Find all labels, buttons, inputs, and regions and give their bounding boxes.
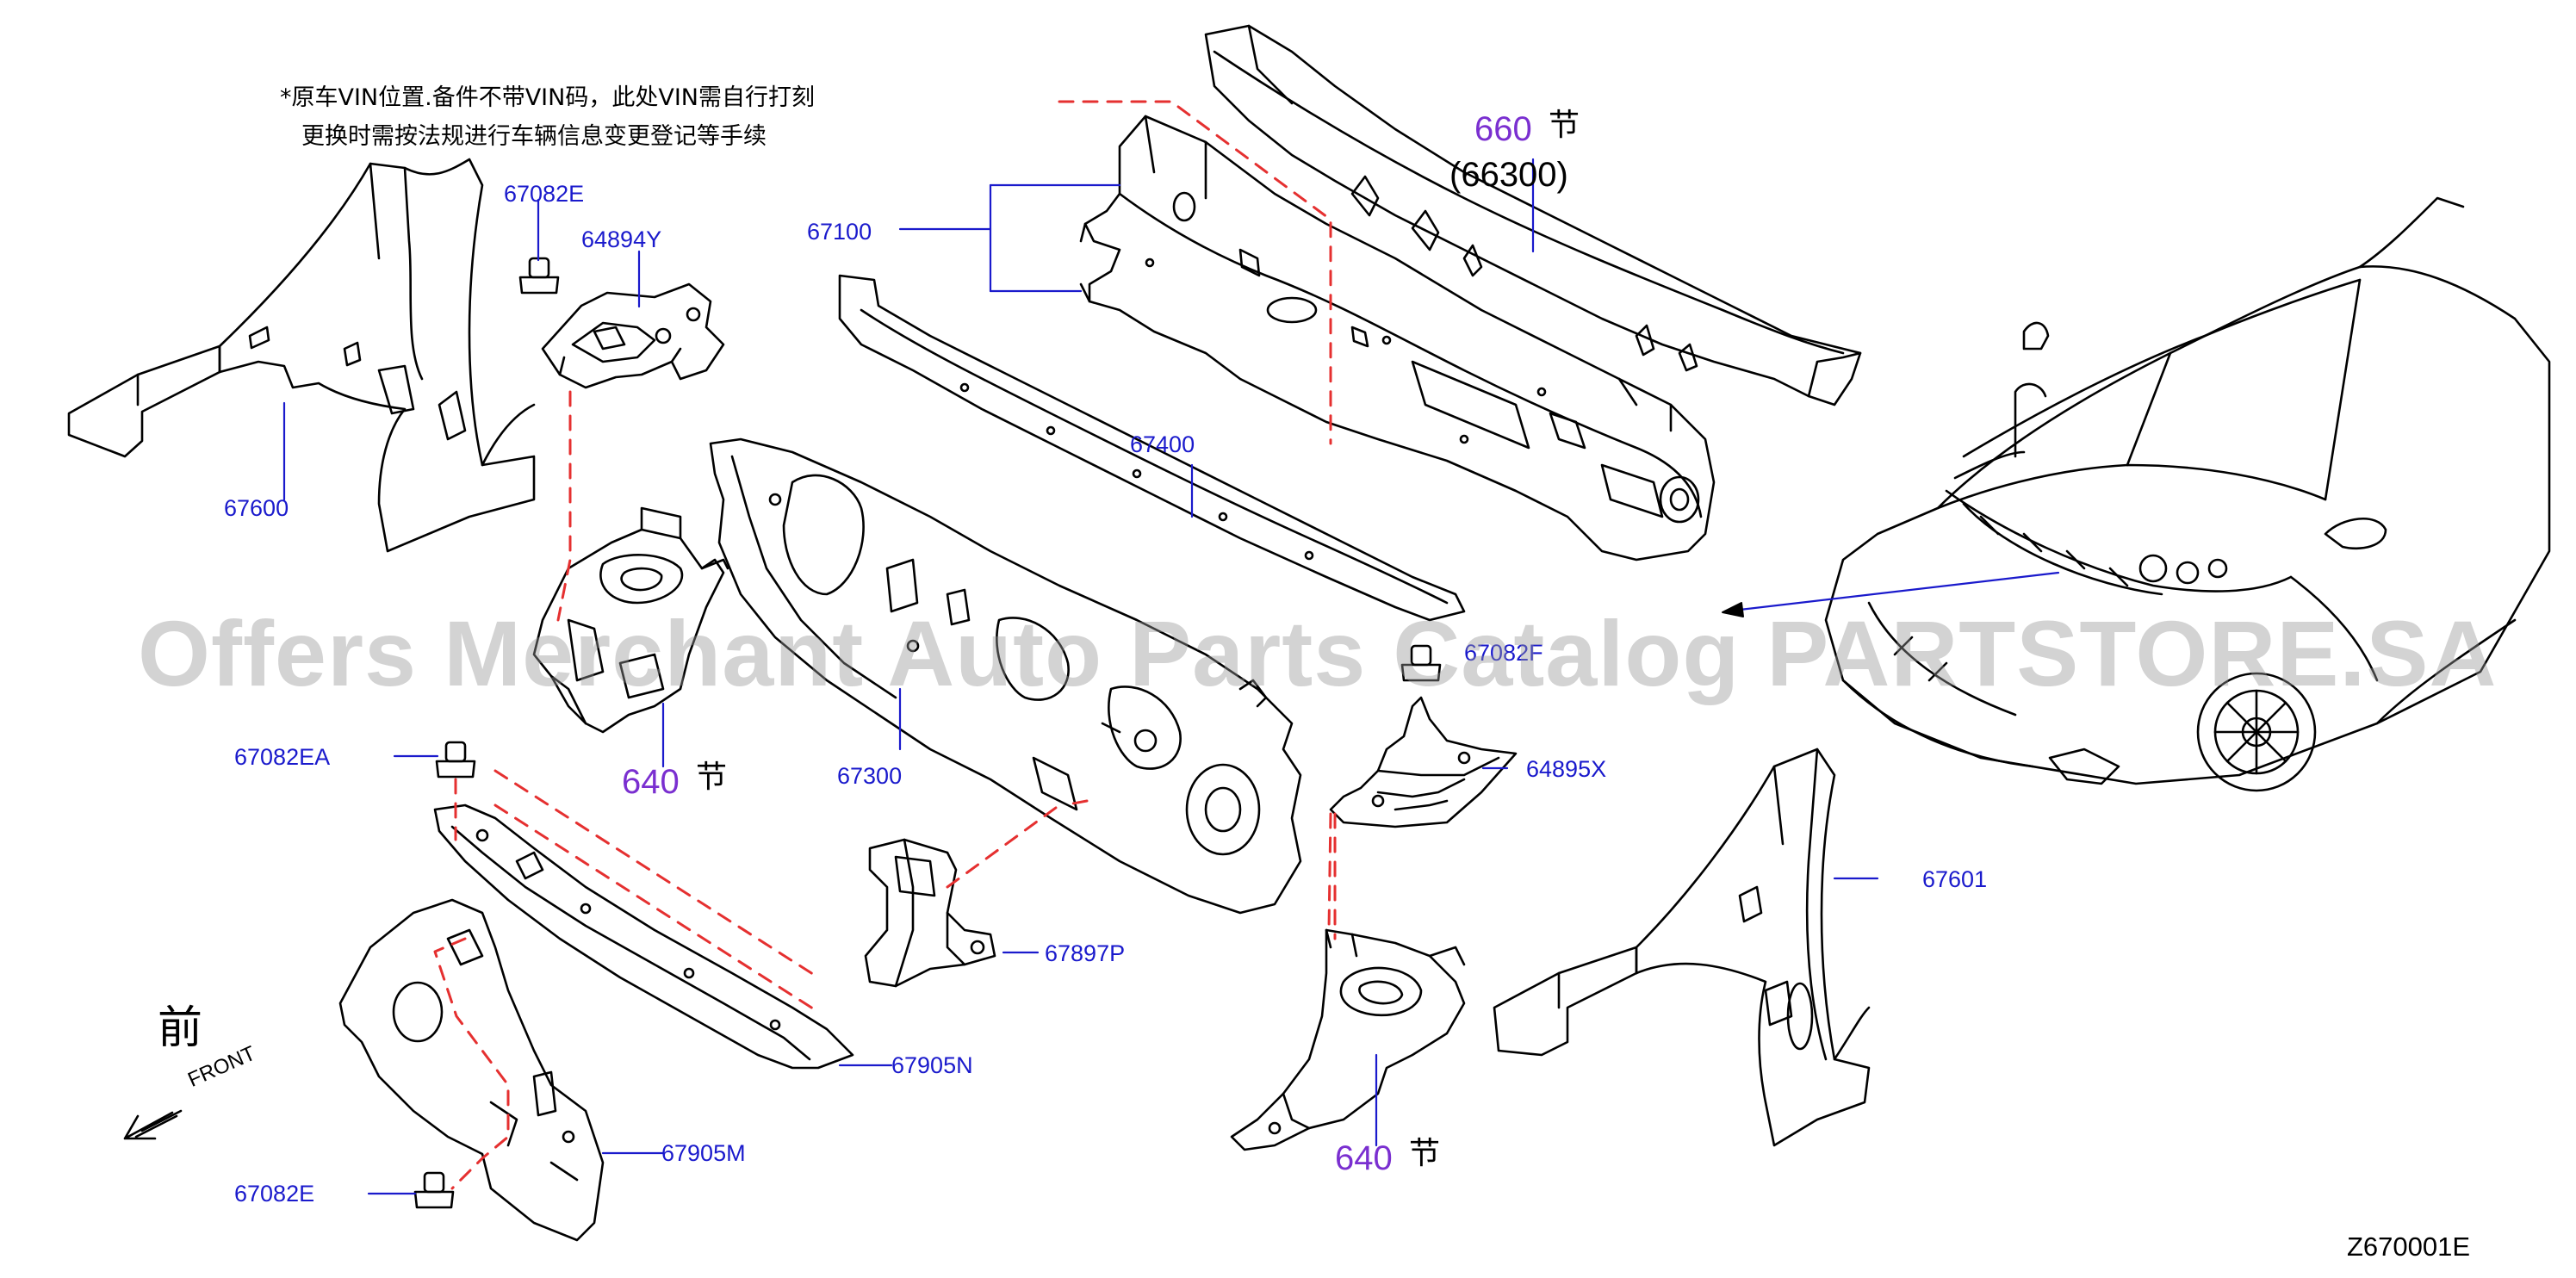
watermark: Offers Merchant Auto Parts Catalog PARTS…: [138, 601, 2498, 705]
label-67082E-top[interactable]: 67082E: [504, 181, 585, 207]
label-67100[interactable]: 67100: [807, 219, 872, 245]
part-67905N-reinforcement: [433, 803, 854, 1070]
part-67082EA-bolt: [435, 741, 476, 779]
alignment-dashes: [433, 100, 1337, 1190]
section-640-left-number[interactable]: 640: [622, 763, 680, 801]
part-64894Y-bracket: [541, 282, 725, 389]
part-67082E-bottom-bolt: [413, 1171, 455, 1209]
part-67100-cowl-top: [1079, 115, 1716, 561]
label-67082EA[interactable]: 67082EA: [234, 744, 331, 770]
part-67600-left-side-panel: [67, 158, 536, 553]
label-67601[interactable]: 67601: [1922, 866, 1988, 892]
label-64894Y[interactable]: 64894Y: [581, 226, 662, 252]
front-cjk-label: 前: [158, 1002, 203, 1054]
label-64895X[interactable]: 64895X: [1526, 756, 1607, 782]
front-arrow-icon: [123, 1109, 183, 1140]
section-640-right-suffix: 节: [1409, 1136, 1441, 1171]
label-67082F[interactable]: 67082F: [1464, 640, 1543, 666]
label-67400[interactable]: 67400: [1130, 431, 1195, 457]
section-660-suffix: 节: [1549, 108, 1580, 143]
part-67300-dash-panel: [709, 437, 1302, 915]
note-line-2: 更换时需按法规进行车辆信息变更登记等手续: [301, 123, 767, 150]
label-67300[interactable]: 67300: [837, 763, 903, 789]
part-640-right-strut-housing: [1230, 928, 1466, 1151]
label-67897P[interactable]: 67897P: [1045, 940, 1126, 966]
part-67400-cowl-lower: [838, 274, 1466, 622]
part-640-left-strut-housing: [532, 506, 729, 734]
part-67897P-bracket: [864, 838, 996, 988]
arrow-head-icon: [1722, 602, 1744, 617]
section-640-right-number[interactable]: 640: [1335, 1139, 1393, 1177]
section-640-left-suffix: 节: [696, 760, 728, 795]
part-67601-right-side-panel: [1493, 748, 1871, 1147]
section-660-sub: (66300): [1449, 156, 1568, 194]
part-67082F-bolt: [1400, 644, 1442, 682]
label-67905N[interactable]: 67905N: [891, 1052, 973, 1078]
vehicle-illustration: [1824, 196, 2551, 792]
label-67600[interactable]: 67600: [224, 495, 289, 521]
label-67082E-bottom[interactable]: 67082E: [234, 1181, 315, 1207]
part-67905M-reinforcement: [338, 898, 605, 1242]
part-67082E-top-bolt: [518, 257, 560, 295]
section-660-number[interactable]: 660: [1474, 110, 1532, 148]
part-660-cowl-top-outer: [1204, 24, 1862, 406]
leader-lines: [282, 158, 2060, 1195]
diagram-code: Z670001E: [2347, 1231, 2471, 1262]
part-64895X-bracket: [1329, 696, 1518, 828]
label-67905M[interactable]: 67905M: [661, 1140, 746, 1166]
note-line-1: *原车VIN位置.备件不带VIN码，此处VIN需自行打刻: [280, 84, 815, 111]
